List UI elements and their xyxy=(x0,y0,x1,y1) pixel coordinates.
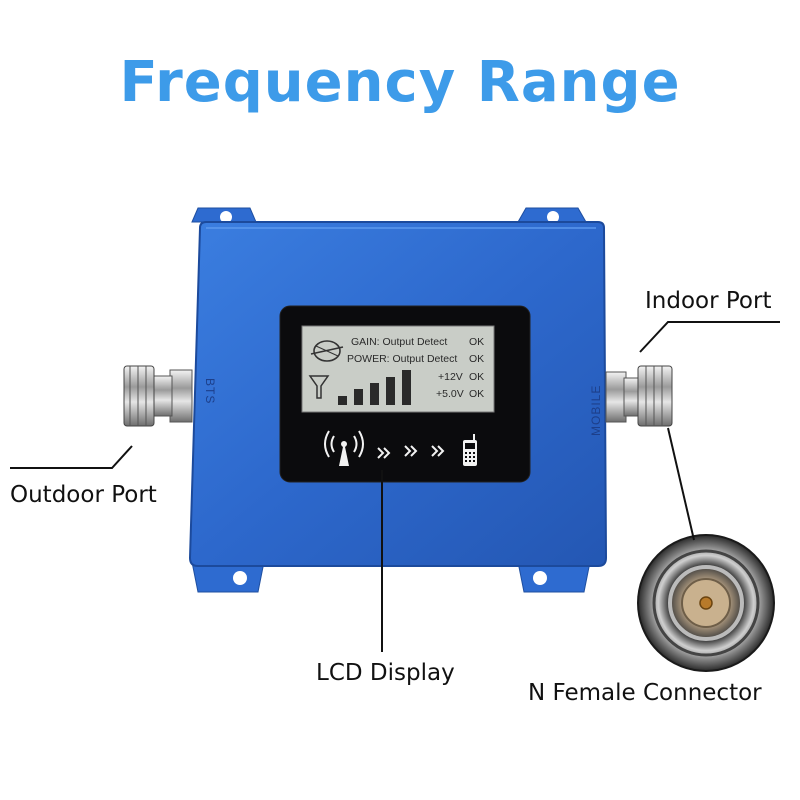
chevron-right-icon xyxy=(377,445,445,459)
lcd-row-gain-status: OK xyxy=(469,336,484,348)
bts-port-label: BTS xyxy=(203,378,217,404)
callout-lines xyxy=(10,321,780,652)
antenna-icon xyxy=(324,430,364,466)
mounting-ear-bottom-left xyxy=(191,561,265,593)
lcd-row-5v-status: OK xyxy=(469,388,484,400)
n-female-connector-callout: N Female Connector xyxy=(528,680,762,706)
mobile-port-label: MOBILE xyxy=(589,385,603,436)
lcd-row-gain-label: GAIN: Output Detect xyxy=(351,336,447,348)
lcd-row-12v-label: +12V xyxy=(438,371,463,383)
lcd-row-12v-status: OK xyxy=(469,371,484,383)
mounting-ear-top-right xyxy=(517,207,587,223)
signal-filter-icon xyxy=(308,375,330,399)
indoor-port-connector xyxy=(605,365,673,427)
lcd-display-callout: LCD Display xyxy=(316,660,455,686)
lcd-row-power-status: OK xyxy=(469,353,484,365)
satellite-icon xyxy=(310,340,344,362)
lcd-row-5v-label: +5.0V xyxy=(436,388,464,400)
outdoor-port-callout: Outdoor Port xyxy=(10,482,157,508)
page-title: Frequency Range xyxy=(119,50,681,115)
indoor-port-callout: Indoor Port xyxy=(645,288,772,314)
mounting-ear-top-left xyxy=(191,207,257,223)
lcd-row-power-label: POWER: Output Detect xyxy=(347,353,457,365)
signal-bars-icon xyxy=(338,370,411,405)
mounting-ear-bottom-right xyxy=(517,561,591,593)
lcd-screen xyxy=(301,325,495,413)
mobile-phone-icon xyxy=(463,434,477,466)
n-female-connector-closeup xyxy=(637,534,775,672)
outdoor-port-connector xyxy=(123,365,193,427)
